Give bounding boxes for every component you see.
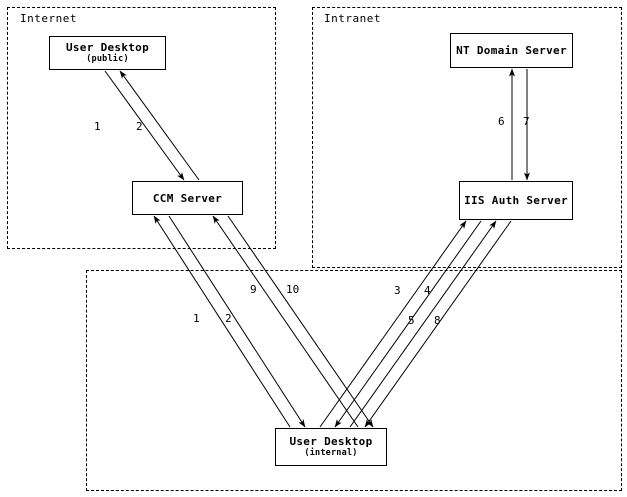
connection-line xyxy=(334,220,482,428)
connection-line xyxy=(153,215,291,428)
node-title: NT Domain Server xyxy=(456,44,567,57)
flow-step-label: 9 xyxy=(250,283,257,296)
node-iis-auth-server[interactable]: IIS Auth Server xyxy=(459,181,573,220)
flow-step-label: 7 xyxy=(523,115,530,128)
flow-step-label: 3 xyxy=(394,284,401,297)
flow-step-label: 2 xyxy=(136,120,143,133)
flow-step-label: 2 xyxy=(225,312,232,325)
flow-step-label: 5 xyxy=(408,314,415,327)
zone-label-intranet: Intranet xyxy=(324,12,381,25)
flow-step-label: 4 xyxy=(424,284,431,297)
flow-step-label: 1 xyxy=(94,120,101,133)
zone-internal-network xyxy=(86,270,622,491)
node-title: IIS Auth Server xyxy=(464,194,568,207)
connections-group xyxy=(104,68,530,428)
connection-line xyxy=(349,220,497,428)
node-subtitle: (public) xyxy=(86,54,129,64)
node-user-desktop-public[interactable]: User Desktop (public) xyxy=(49,36,166,70)
node-ccm-server[interactable]: CCM Server xyxy=(132,181,243,215)
flow-step-label: 8 xyxy=(434,314,441,327)
zone-internet xyxy=(7,7,276,249)
connection-line xyxy=(119,70,200,181)
connection-line xyxy=(319,220,467,428)
flow-step-label: 1 xyxy=(193,312,200,325)
connection-line xyxy=(212,215,359,428)
node-nt-domain-server[interactable]: NT Domain Server xyxy=(450,33,573,68)
zone-intranet xyxy=(312,7,622,268)
node-title: User Desktop xyxy=(289,435,373,448)
node-title: User Desktop xyxy=(65,41,150,54)
flow-step-label: 6 xyxy=(498,115,505,128)
node-user-desktop-internal[interactable]: User Desktop (internal) xyxy=(275,428,387,466)
connection-line xyxy=(168,215,306,428)
connection-line xyxy=(104,70,185,181)
node-title: CCM Server xyxy=(152,191,223,205)
connection-line xyxy=(227,215,374,428)
zone-label-internet: Internet xyxy=(20,12,77,25)
connection-line xyxy=(364,220,512,428)
node-subtitle: (internal) xyxy=(304,448,358,458)
flow-step-label: 10 xyxy=(286,283,300,296)
